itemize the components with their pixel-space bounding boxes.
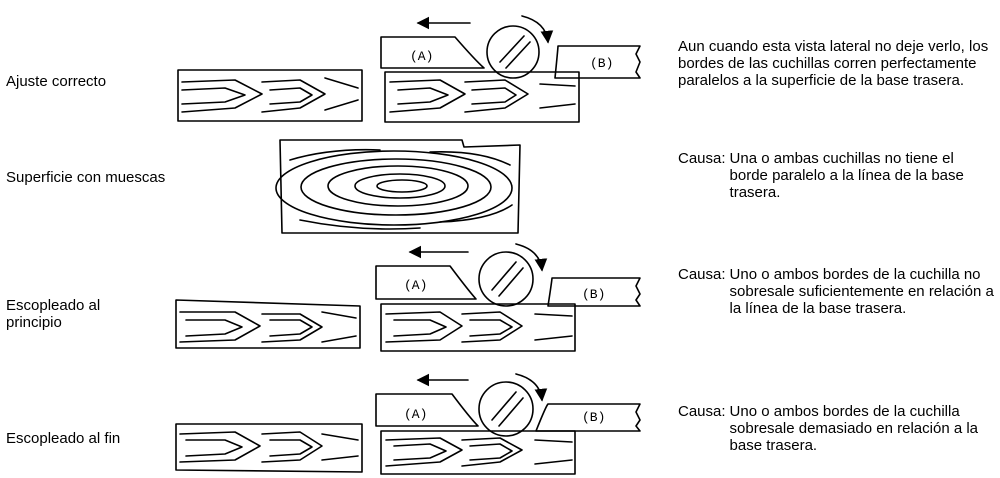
infeed-table-a: [380, 36, 485, 69]
board-left-row3: [175, 299, 361, 349]
infeed-table-a: [375, 393, 479, 427]
jointer-assembly-row1: [380, 15, 641, 123]
table-label-b: (B): [582, 287, 605, 302]
rotation-arrow: [515, 243, 548, 272]
rotation-arrow: [515, 373, 548, 402]
jointer-assembly-row4: [375, 373, 641, 475]
cause-text: Uno o ambos bordes de la cuchilla no sob…: [729, 266, 994, 317]
board-right-row1: [384, 71, 580, 123]
board-left-row4: [175, 423, 363, 473]
outfeed-table-b: [554, 45, 641, 79]
cutterhead: [486, 25, 540, 79]
board-right-row3: [380, 303, 576, 352]
cutterhead: [478, 251, 534, 307]
board-right-row4: [380, 430, 576, 475]
cause-label: Causa:: [678, 403, 726, 420]
cause-text: Una o ambas cuchillas no tiene el borde …: [729, 150, 964, 201]
table-label-a: (A): [404, 407, 427, 422]
table-label-b: (B): [590, 56, 613, 71]
board-left-row1: [177, 69, 363, 122]
cause-label: Causa:: [678, 150, 726, 167]
board-grain-row2: [275, 139, 521, 234]
table-label-b: (B): [582, 410, 605, 425]
cause-label: Causa:: [678, 266, 726, 283]
jointer-assembly-row3: [375, 243, 641, 352]
outfeed-table-b: [547, 277, 641, 307]
row-label-escopleado-principio: Escopleado al principio: [6, 297, 101, 331]
table-label-a: (A): [404, 278, 427, 293]
description-ajuste-correcto: Aun cuando esta vista lateral no deje ve…: [678, 38, 989, 89]
table-label-a: (A): [410, 49, 433, 64]
infeed-table-a: [375, 265, 477, 300]
row-label-ajuste-correcto: Ajuste correcto: [6, 73, 107, 90]
rotation-arrow: [521, 15, 554, 44]
row-label-escopleado-fin: Escopleado al fin: [6, 430, 121, 447]
outfeed-table-b: [535, 403, 641, 432]
cause-text: Uno o ambos bordes de la cuchilla sobres…: [729, 403, 979, 454]
row-label-superficie-muescas: Superficie con muescas: [6, 169, 166, 186]
cutterhead: [478, 381, 534, 437]
cause-escopleado-fin: Causa: Uno o ambos bordes de la cuchilla…: [678, 403, 996, 454]
cause-superficie-muescas: Causa: Una o ambas cuchillas no tiene el…: [678, 150, 996, 201]
cause-escopleado-principio: Causa: Uno o ambos bordes de la cuchilla…: [678, 266, 996, 317]
